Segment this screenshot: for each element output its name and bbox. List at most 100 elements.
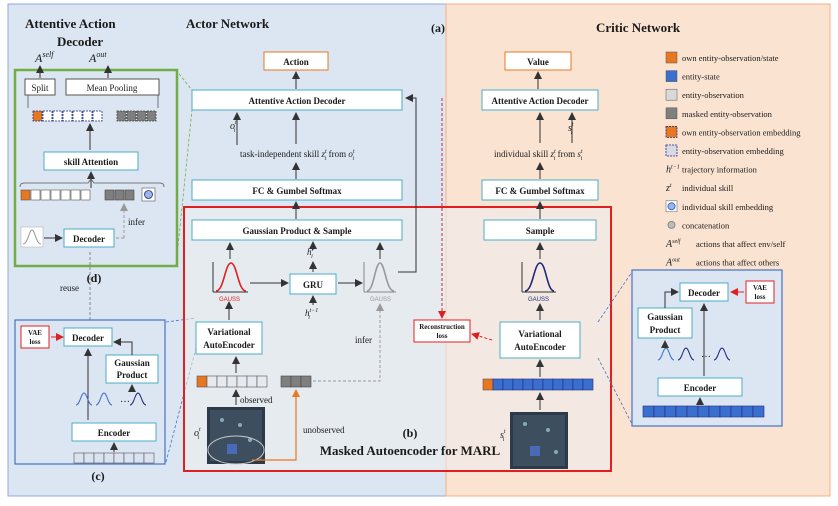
legend-item: entity-observation embedding: [665, 144, 784, 157]
critic-fc-gumbel-box: [481, 179, 599, 201]
critic-vae-box: [499, 321, 581, 359]
legend-item: entity-state: [665, 70, 720, 82]
critic-state-image: [510, 412, 568, 469]
actor-fc-gumbel-box: [191, 179, 403, 201]
actor-title: Actor Network: [186, 16, 270, 31]
encoder-box-critic: [657, 377, 743, 397]
embedding-row-d: [32, 110, 157, 122]
action-label: Action: [283, 57, 309, 67]
gaussian-line2-c: Product: [117, 370, 148, 380]
gauss-label-red: GAUSS: [219, 297, 240, 303]
input-row-critic: [642, 405, 765, 418]
vae-loss-line1-critic: VAE: [753, 284, 767, 292]
mae-title: Masked Autoencoder for MARL: [320, 443, 501, 458]
critic-sample-box: [483, 219, 597, 241]
gaussian-product-box-c: [105, 354, 159, 384]
decoder-title-line2: Decoder: [57, 34, 103, 49]
legend-item: entity-observation: [665, 88, 745, 101]
legend-item: zt individual skill: [665, 183, 734, 194]
legend-symbol: ht−1: [666, 165, 680, 176]
legend-label: actions that affect others: [696, 258, 779, 268]
decoder-box-critic: [679, 282, 729, 302]
legend-item: concatenation: [667, 220, 730, 230]
legend-label: trajectory information: [682, 165, 758, 175]
gauss-icons-c: [75, 392, 147, 406]
critic-attentive-decoder-label: Attentive Action Decoder: [492, 96, 589, 106]
value-box: [504, 51, 572, 71]
critic-state-row: [482, 378, 594, 391]
gauss-chart-gray: [363, 262, 396, 293]
critic-sample-label: Sample: [526, 226, 555, 236]
actor-fc-gumbel-label: FC & Gumbel Softmax: [252, 186, 342, 196]
vae-loss-line2-critic: loss: [755, 293, 766, 301]
legend-label: masked entity-observation: [682, 109, 773, 119]
input-row-d: [20, 187, 156, 202]
gauss-icons-critic: [657, 347, 731, 361]
gauss-chart-navy: [521, 262, 556, 293]
split-box: [24, 78, 56, 96]
actor-vae-box: [195, 321, 263, 355]
label-b: (b): [403, 426, 418, 440]
legend-embedding-swatch: [665, 144, 678, 157]
input-row-c: [73, 452, 155, 464]
decoder-box-c: [63, 327, 113, 347]
legend-swatch: [665, 107, 678, 120]
gauss-label-navy: GAUSS: [528, 297, 549, 303]
observed-label: observed: [240, 395, 273, 405]
decoder-label-c: Decoder: [72, 333, 104, 343]
vae-loss-line1-c: VAE: [28, 329, 42, 337]
legend: own entity-observation/state entity-state…: [665, 51, 801, 269]
legend-embedding-swatch: [665, 126, 678, 138]
gaussian-product-sample-label: Gaussian Product & Sample: [242, 226, 351, 236]
legend-label: concatenation: [682, 220, 730, 230]
legend-label: own entity-observation/state: [682, 53, 779, 63]
split-label: Split: [31, 83, 49, 93]
actor-vae-line1: Variational: [207, 327, 251, 337]
legend-label: own entity-observation embedding: [682, 127, 801, 137]
legend-label: entity-state: [682, 72, 720, 82]
mean-pooling-label: Mean Pooling: [87, 83, 138, 93]
gaussian-line1-critic: Gaussian: [647, 312, 683, 322]
action-box: [263, 51, 329, 71]
actor-observation-image: [207, 407, 265, 465]
legend-label: actions that affect env/self: [696, 239, 785, 249]
gaussian-product-sample-box: [191, 219, 403, 241]
actor-attentive-decoder-box: [191, 89, 403, 111]
skill-attention-box: [43, 151, 139, 171]
a-out-symbol: Aout: [88, 50, 107, 65]
legend-item: masked entity-observation: [665, 107, 773, 120]
legend-symbol: zt: [665, 183, 672, 194]
legend-label: individual skill: [682, 183, 734, 193]
mae-frame: [183, 206, 612, 472]
decoder-label-critic: Decoder: [688, 288, 720, 298]
label-d: (d): [87, 271, 102, 285]
actor-observation-row: [196, 375, 312, 388]
vae-loss-box-critic: [745, 280, 775, 304]
critic-fc-gumbel-label: FC & Gumbel Softmax: [495, 186, 585, 196]
critic-vae-line1: Variational: [518, 329, 562, 339]
legend-item: own entity-observation embedding: [665, 126, 801, 138]
encoder-label-c: Encoder: [98, 428, 131, 438]
critic-attentive-decoder-box: [481, 89, 599, 111]
a-self-symbol: Aself: [34, 50, 55, 65]
critic-vae-line2: AutoEncoder: [514, 342, 566, 352]
legend-symbol: Aout: [665, 258, 680, 269]
reconstruction-line1: Reconstruction: [419, 323, 465, 331]
gru-label: GRU: [303, 280, 324, 290]
legend-label: entity-observation embedding: [682, 146, 784, 156]
gaussian-line1-c: Gaussian: [114, 358, 150, 368]
infer-label-d: infer: [128, 217, 145, 227]
reconstruction-loss-box: [413, 319, 471, 343]
critic-title: Critic Network: [596, 20, 681, 35]
legend-label: entity-observation: [682, 90, 745, 100]
actor-attentive-decoder-label: Attentive Action Decoder: [249, 96, 346, 106]
skill-attention-label: skill Attention: [64, 157, 118, 167]
dots-critic: …: [701, 349, 711, 360]
value-label: Value: [527, 57, 549, 67]
